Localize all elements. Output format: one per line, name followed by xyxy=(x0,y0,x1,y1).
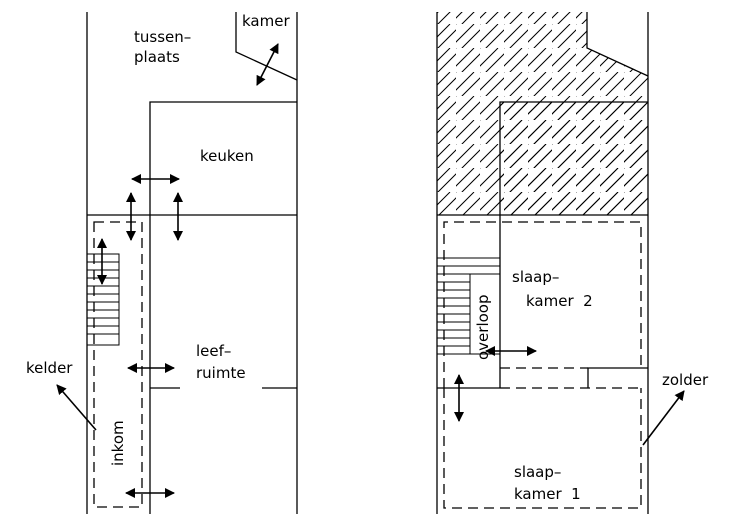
label-tussenplaats-1: tussen– xyxy=(134,28,191,46)
ground-floor-plan xyxy=(86,12,298,514)
zolder-arrow xyxy=(642,390,685,446)
label-leefruimte-1: leef– xyxy=(196,342,231,360)
upper-floor-arrows xyxy=(454,346,685,446)
kamer-door-arrow xyxy=(256,43,279,86)
label-tussenplaats-2: plaats xyxy=(134,48,180,66)
hatched-area-keuken xyxy=(500,102,648,215)
dashed-outline-slaapkamer1 xyxy=(443,388,642,509)
upper-staircase xyxy=(436,257,501,355)
kelder-arrow xyxy=(56,384,97,431)
upper-floor-labels: slaap– kamer 2 overloop zolder slaap– ka… xyxy=(474,268,709,503)
label-inkom: inkom xyxy=(109,420,127,466)
inkom-dashed-outline xyxy=(93,221,143,508)
label-slaapkamer2-1: slaap– xyxy=(512,268,559,286)
ground-floor-arrows xyxy=(56,43,279,498)
label-slaapkamer1-2: kamer 1 xyxy=(514,485,581,503)
label-keuken: keuken xyxy=(200,147,254,165)
staircase xyxy=(86,253,120,346)
label-leefruimte-2: ruimte xyxy=(196,364,246,382)
label-slaapkamer1-1: slaap– xyxy=(514,463,561,481)
label-kamer: kamer xyxy=(242,12,290,30)
label-slaapkamer2-2: kamer 2 xyxy=(526,292,593,310)
label-overloop: overloop xyxy=(474,295,492,361)
label-kelder: kelder xyxy=(26,359,73,377)
right-plan-corner-wall xyxy=(586,12,649,77)
upper-floor-plan xyxy=(436,12,649,514)
label-zolder: zolder xyxy=(662,371,709,389)
ground-floor-labels: tussen– plaats kamer keuken leef– ruimte… xyxy=(26,12,290,466)
right-plan-keuken-outline xyxy=(499,101,648,215)
zolder-wall xyxy=(587,367,648,388)
keuken-wall xyxy=(149,101,297,514)
dashed-outline-upper xyxy=(443,221,642,388)
